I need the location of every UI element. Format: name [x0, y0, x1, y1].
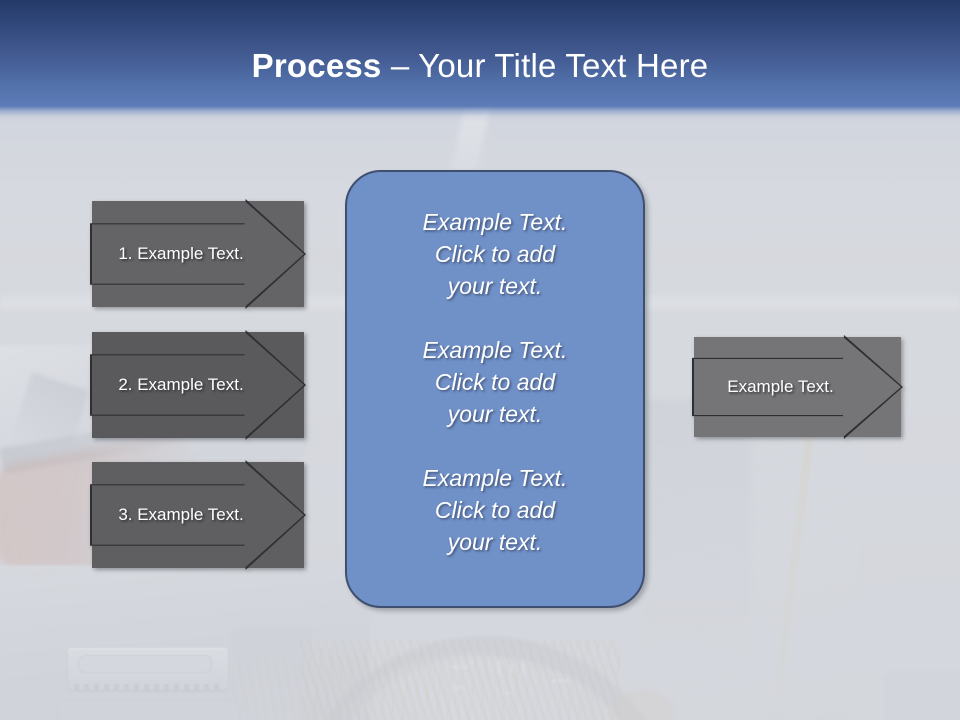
process-input-arrow-3-label: 3. Example Text.	[118, 505, 244, 524]
title-banner	[0, 0, 960, 106]
title-banner-fade	[0, 106, 960, 122]
process-center-text-3: Example Text. Click to add your text.	[422, 465, 568, 555]
process-input-arrow-3[interactable]: 3. Example Text.	[90, 460, 306, 570]
process-center-text-2: Example Text. Click to add your text.	[422, 337, 568, 427]
page-title-bold: Process	[251, 47, 382, 84]
process-center-text-1: Example Text. Click to add your text.	[422, 209, 568, 299]
process-output-arrow-label: Example Text.	[727, 377, 834, 396]
process-input-arrow-1-label: 1. Example Text.	[118, 244, 244, 263]
process-input-arrow-2[interactable]: 2. Example Text.	[90, 330, 306, 440]
process-input-arrow-2-label: 2. Example Text.	[118, 375, 244, 394]
page-title: Process – Your Title Text Here	[0, 46, 960, 86]
page-title-rest: – Your Title Text Here	[381, 47, 709, 84]
process-input-arrow-1[interactable]: 1. Example Text.	[90, 199, 306, 309]
process-output-arrow[interactable]: Example Text.	[692, 335, 903, 439]
process-center-box[interactable]: Example Text. Click to add your text. Ex…	[345, 170, 645, 608]
